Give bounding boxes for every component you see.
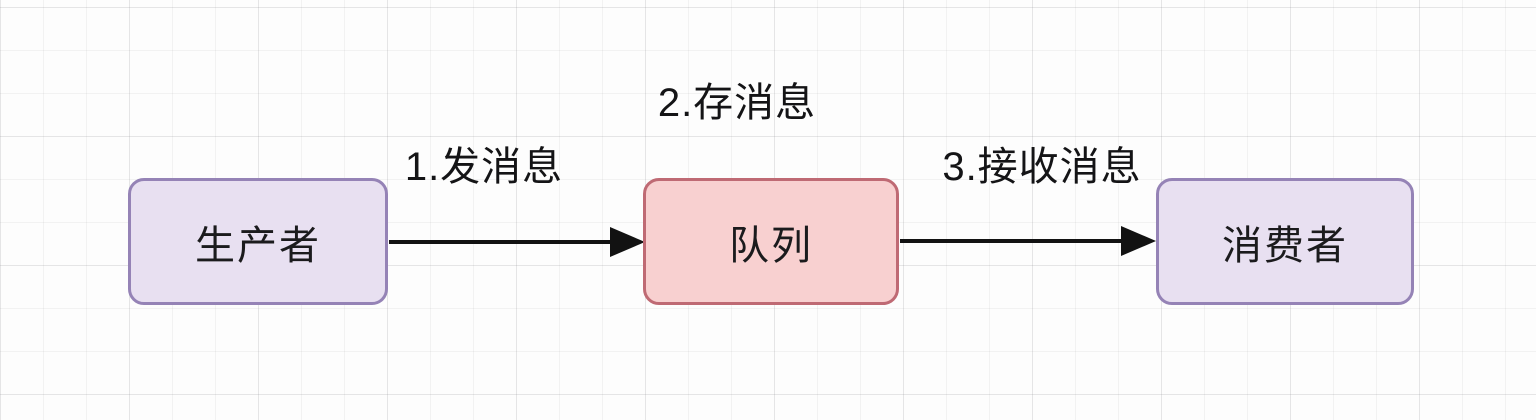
node-queue: 队列: [643, 178, 899, 305]
arrow-producer-to-queue: [389, 227, 645, 257]
step-label-send-message: 1.发消息: [404, 145, 564, 189]
step-label-store-message: 2.存消息: [657, 81, 817, 125]
node-producer: 生产者: [128, 178, 388, 305]
node-consumer: 消费者: [1156, 178, 1414, 305]
node-consumer-label: 消费者: [1222, 223, 1348, 268]
arrow-queue-to-consumer: [900, 226, 1156, 256]
step-label-receive-message: 3.接收消息: [942, 145, 1142, 189]
node-queue-label: 队列: [729, 223, 813, 268]
node-producer-label: 生产者: [195, 223, 321, 268]
